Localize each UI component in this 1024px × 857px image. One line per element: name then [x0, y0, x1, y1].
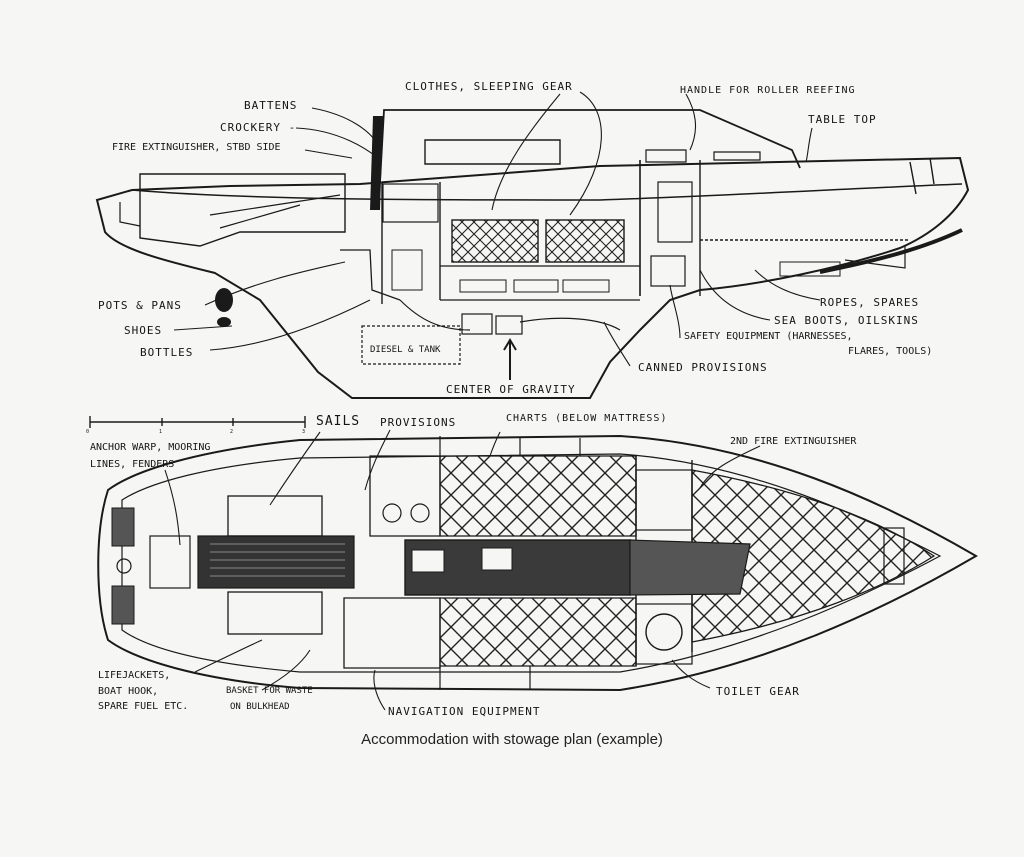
label-scale-2: 2 [230, 429, 235, 435]
plan-view [97, 434, 978, 692]
label-center-of-gravity: Center of Gravity [446, 383, 576, 396]
label-canned-provisions: Canned Provisions [638, 361, 768, 374]
label-charts: Charts (below mattress) [506, 413, 668, 424]
label-clothes-sleeping-gear: Clothes, Sleeping Gear [405, 80, 573, 93]
label-toilet-gear: Toilet Gear [716, 685, 800, 698]
label-shoes: Shoes [124, 324, 163, 337]
label-diesel-tank: Diesel & Tank [370, 345, 441, 355]
plan-hull-outline [97, 434, 978, 692]
toilet-fixture [645, 613, 683, 651]
label-sails: Sails [316, 414, 361, 429]
label-table-top: Table Top [808, 113, 877, 126]
label-battens: Battens [244, 99, 298, 112]
label-lines-fenders: Lines, Fenders [90, 459, 175, 470]
label-spare-fuel: Spare Fuel etc. [98, 701, 189, 712]
label-ropes-spares: Ropes, Spares [820, 296, 920, 309]
label-bottles: Bottles [140, 346, 194, 359]
shoes-illustration [215, 288, 233, 327]
label-fire-extinguisher-2: 2nd Fire Extinguisher [730, 436, 857, 447]
cabin-trunk [379, 109, 801, 183]
hull-outline [95, 156, 970, 399]
scale-bar [89, 416, 306, 428]
cockpit-grating [197, 535, 355, 589]
figure-caption: Accommodation with stowage plan (example… [361, 731, 663, 748]
label-on-bulkhead: on Bulkhead [230, 702, 290, 712]
label-fire-extinguisher: Fire Extinguisher, Stbd Side [112, 142, 281, 153]
label-flares-tools: Flares, Tools) [848, 346, 933, 357]
label-safety-equipment: Safety Equipment (Harnesses, [684, 331, 853, 342]
label-pots-pans: Pots & Pans [98, 299, 182, 312]
side-profile-view [95, 109, 970, 399]
label-scale-1: 1 [159, 429, 164, 435]
label-sea-boots-oilskins: Sea Boots, Oilskins [774, 314, 919, 327]
label-basket-waste: Basket for Waste [226, 686, 313, 696]
label-crockery: Crockery - [220, 121, 297, 134]
label-handle-roller-reefing: Handle for Roller Reefing [680, 85, 856, 96]
label-lifejackets: Lifejackets, [98, 670, 171, 681]
diesel-tank-box [361, 325, 461, 365]
label-scale-3: 3 [302, 429, 307, 435]
label-anchor-warp: Anchor Warp, Mooring [90, 442, 211, 453]
plan-leader-lines [164, 429, 761, 711]
center-of-gravity-arrow [503, 338, 517, 380]
label-navigation-equipment: Navigation Equipment [388, 705, 541, 718]
label-provisions: Provisions [380, 416, 457, 429]
label-boat-hook: Boat Hook, [98, 686, 159, 697]
label-scale-0: 0 [86, 429, 91, 435]
